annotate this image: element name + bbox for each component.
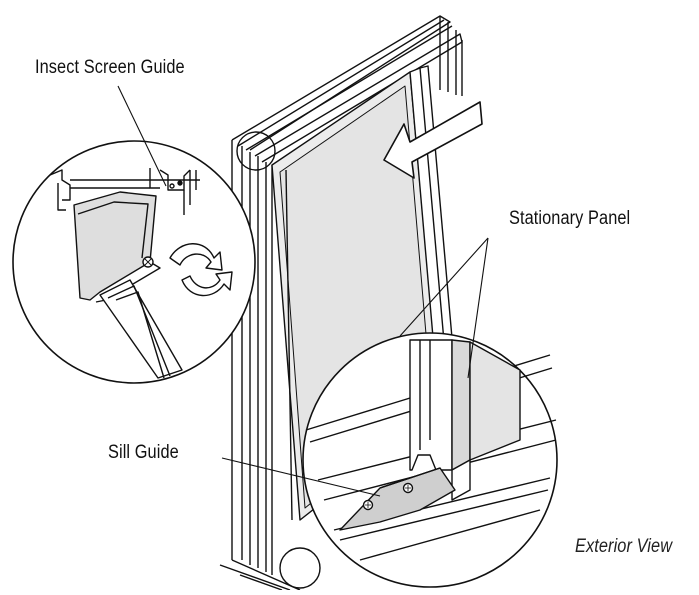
exterior-view-label: Exterior View [575, 536, 673, 557]
rotate-arrows-icon [169, 243, 233, 297]
callout-sill-guide [302, 332, 558, 588]
top-corner-highlight [236, 131, 276, 171]
callout-insect-screen-guide [12, 140, 256, 384]
stationary-panel-label: Stationary Panel [509, 208, 631, 229]
bottom-corner-highlight [279, 547, 321, 589]
leader-lines [117, 85, 489, 497]
sill-guide-label: Sill Guide [108, 442, 179, 463]
arrow-left-icon [383, 101, 483, 179]
insect-screen-guide-label: Insect Screen Guide [35, 57, 185, 78]
